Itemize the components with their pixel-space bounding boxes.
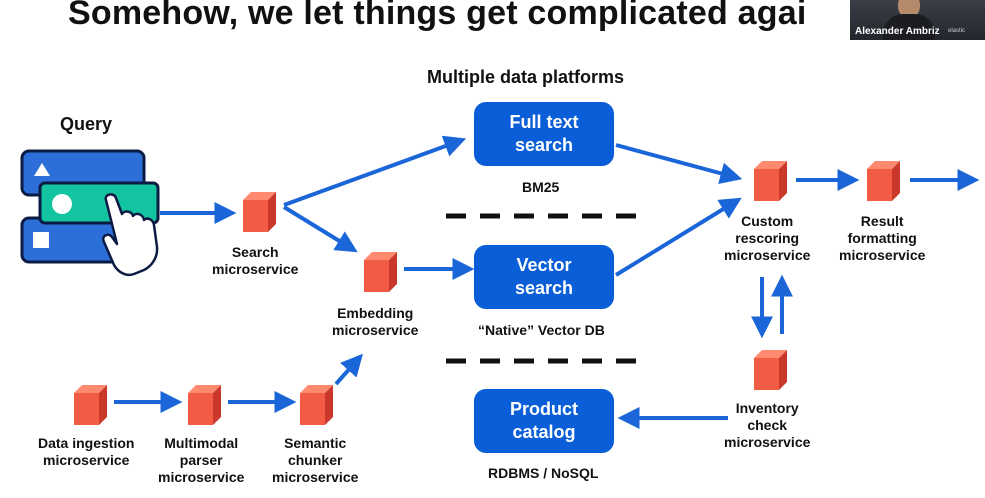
- presenter-head: [898, 0, 920, 18]
- pointing-hand-icon: [102, 193, 159, 277]
- presenter-name: Alexander Ambriz: [855, 26, 940, 37]
- data-ingestion-cube: [74, 385, 107, 425]
- search-microservice-cube: [243, 192, 276, 232]
- embedding-microservice-cube: [364, 252, 397, 292]
- full-text-search-label-1: Full text: [509, 112, 579, 132]
- product-catalog-label-1: Product: [509, 399, 578, 419]
- rdbms-caption: RDBMS / NoSQL: [488, 465, 599, 481]
- vector-search-label-1: Vector: [516, 255, 572, 275]
- arrow-fulltext-to-rescoring: [615, 143, 743, 185]
- semantic-chunker-cube: [300, 385, 333, 425]
- vector-db-caption: “Native” Vector DB: [478, 322, 605, 338]
- full-text-search-label-2: search: [514, 135, 574, 155]
- arrow-search-to-embedding: [282, 205, 358, 253]
- multimodal-parser-cube: [188, 385, 221, 425]
- result-formatting-cube: [867, 161, 900, 201]
- query-label: Query: [60, 114, 113, 134]
- inventory-check-cube: [754, 350, 787, 390]
- heading-multiple-data-platforms: Multiple data platforms: [427, 67, 625, 87]
- presenter-body: [883, 14, 935, 40]
- connector-arrows: [114, 135, 980, 429]
- arrow-search-to-fulltext: [283, 135, 467, 207]
- webcam-logo: elastic: [948, 28, 966, 34]
- arrow-chunker-to-embedding: [334, 353, 363, 386]
- rescoring-microservice-cube: [754, 161, 787, 201]
- bm25-caption: BM25: [522, 179, 560, 195]
- arrow-vector-to-rescoring: [614, 197, 742, 277]
- full-text-search-box: Full text search: [474, 102, 614, 166]
- vector-search-box: Vector search: [474, 245, 614, 309]
- slide-title: Somehow, we let things get complicated a…: [68, 0, 807, 32]
- product-catalog-label-2: catalog: [512, 422, 576, 442]
- product-catalog-box: Product catalog: [474, 389, 614, 453]
- vector-search-label-2: search: [514, 278, 574, 298]
